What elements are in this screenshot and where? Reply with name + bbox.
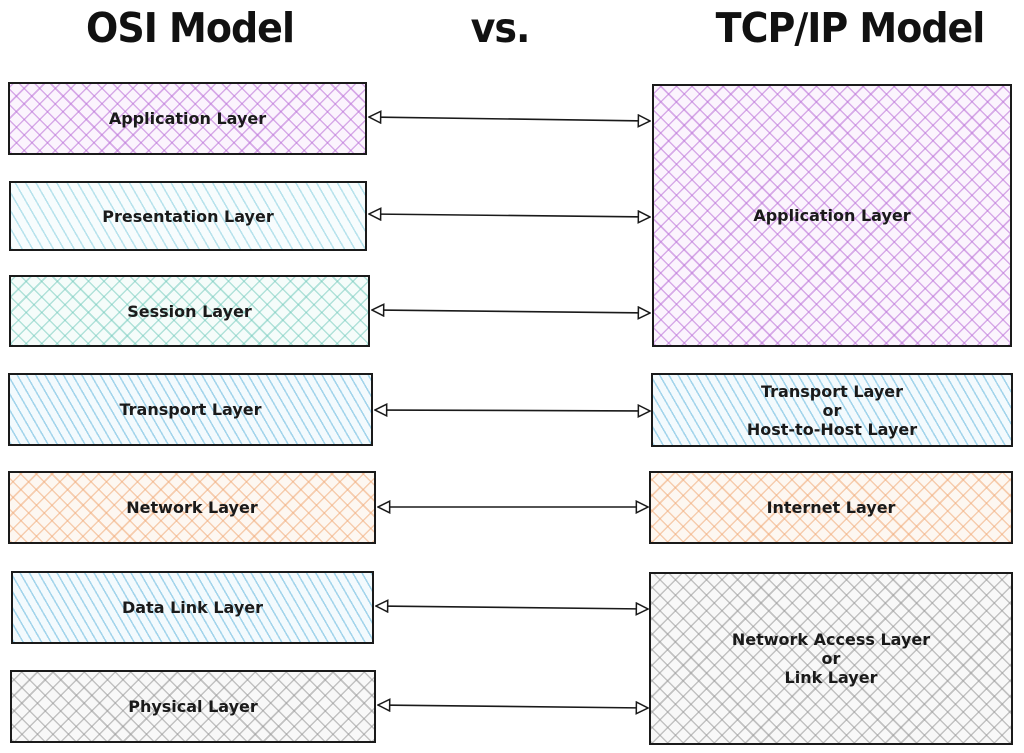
tcp-transport-layer-or: or	[822, 400, 842, 420]
osi-network-layer-label: Network Layer	[126, 498, 258, 517]
osi-transport-layer: Transport Layer	[8, 373, 373, 446]
osi-model-title: OSI Model	[86, 4, 295, 52]
tcp-internet-layer: Internet Layer	[649, 471, 1013, 544]
arrow-transport	[375, 410, 650, 411]
arrow-data-link	[376, 606, 648, 609]
versus-label: vs.	[470, 4, 531, 52]
tcp-application-layer: Application Layer	[652, 84, 1012, 347]
osi-data-link-layer-label: Data Link Layer	[121, 598, 264, 617]
tcpip-model-title: TCP/IP Model	[715, 4, 986, 52]
osi-transport-layer-label: Transport Layer	[119, 400, 262, 419]
tcp-transport-layer-line1: Transport Layer	[761, 381, 903, 401]
tcp-network-access-layer: Network Access Layer or Link Layer	[649, 572, 1013, 745]
tcp-internet-layer-label: Internet Layer	[766, 498, 896, 517]
tcp-network-access-line3: Link Layer	[784, 668, 878, 687]
osi-presentation-layer: Presentation Layer	[9, 181, 367, 251]
arrow-physical	[378, 705, 648, 708]
arrow-application	[369, 117, 650, 121]
osi-session-layer: Session Layer	[9, 275, 370, 347]
tcp-transport-layer-line3: Host-to-Host Layer	[746, 419, 918, 439]
osi-network-layer: Network Layer	[8, 471, 376, 544]
tcp-network-access-or: or	[821, 649, 841, 668]
tcp-network-access-line1: Network Access Layer	[731, 630, 931, 649]
osi-application-layer-label: Application Layer	[108, 109, 267, 128]
osi-physical-layer-label: Physical Layer	[128, 697, 258, 716]
osi-data-link-layer: Data Link Layer	[11, 571, 374, 644]
arrow-session	[372, 310, 650, 313]
osi-application-layer: Application Layer	[8, 82, 367, 155]
osi-presentation-layer-label: Presentation Layer	[102, 206, 274, 226]
tcp-application-layer-label: Application Layer	[753, 206, 911, 225]
osi-session-layer-label: Session Layer	[127, 301, 252, 321]
arrow-presentation	[369, 214, 650, 217]
tcp-transport-layer: Transport Layer or Host-to-Host Layer	[651, 373, 1013, 447]
osi-physical-layer: Physical Layer	[10, 670, 376, 743]
